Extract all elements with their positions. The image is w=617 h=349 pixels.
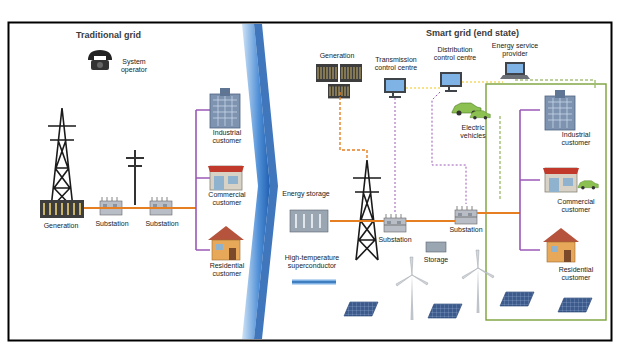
component-label: Commercial customer	[553, 198, 599, 214]
grid-panel: Smart grid (end state)	[280, 24, 610, 340]
transmission-tower	[48, 108, 76, 208]
component-label: Substation	[144, 220, 180, 228]
industrial-building	[210, 88, 240, 128]
commercial-building	[543, 168, 579, 192]
component-label: Generation	[312, 52, 362, 60]
component-label: Energy service provider	[490, 42, 540, 58]
electric-vehicle	[470, 111, 490, 120]
residential-house	[208, 226, 244, 260]
customer-group-box	[486, 84, 606, 320]
distribution-line	[196, 110, 210, 250]
component-label: Energy storage	[282, 190, 330, 198]
commercial-building	[208, 166, 244, 190]
distribution-line	[520, 110, 540, 250]
computer-icon	[384, 78, 406, 97]
smart-grid-art	[290, 62, 606, 320]
generation-plant	[40, 200, 84, 218]
solar-panel	[500, 292, 534, 306]
substation-symbol	[384, 214, 406, 232]
computer-icon	[440, 72, 462, 91]
electric-vehicle	[578, 181, 598, 190]
wind-turbine	[396, 257, 428, 320]
substation-symbol	[150, 197, 172, 215]
phone-icon	[88, 50, 112, 70]
component-label: Industrial customer	[207, 129, 247, 145]
transmission-tower	[353, 160, 381, 260]
component-label: Residential customer	[207, 262, 247, 278]
solar-panel	[344, 302, 378, 316]
wind-turbine	[462, 250, 494, 313]
superconductor-cable	[292, 282, 336, 283]
frame	[9, 23, 612, 341]
storage-unit	[426, 242, 446, 252]
power-line	[330, 213, 520, 221]
component-label: Generation	[36, 222, 86, 230]
component-label: Distribution control centre	[430, 46, 480, 62]
component-label: Commercial customer	[207, 191, 247, 207]
generation-plant	[316, 64, 362, 98]
power-line	[84, 207, 196, 209]
substation-symbol	[100, 197, 122, 215]
component-label: High-temperature superconductor	[282, 254, 342, 270]
industrial-building	[545, 90, 575, 130]
component-label: Residential customer	[553, 266, 599, 282]
control-line	[432, 92, 466, 204]
residential-house	[543, 228, 579, 262]
solar-panel	[428, 304, 462, 318]
panel-title: Smart grid (end state)	[426, 28, 519, 38]
substation-symbol	[455, 206, 477, 224]
energy-storage	[290, 210, 328, 232]
component-label: Electric vehicles	[448, 124, 498, 140]
component-label: Industrial customer	[553, 131, 599, 147]
pole	[126, 150, 144, 205]
component-label: Transmission control centre	[368, 56, 424, 72]
component-label: Substation	[448, 226, 484, 234]
solar-panel	[558, 298, 592, 312]
component-label: Substation	[94, 220, 130, 228]
panel-title: Traditional grid	[76, 30, 141, 40]
transition-arrow	[242, 24, 278, 339]
component-label: Substation	[377, 236, 413, 244]
data-line	[406, 82, 503, 88]
component-label: System operator	[114, 58, 154, 74]
component-label: Storage	[418, 256, 454, 264]
power-line	[340, 92, 367, 160]
laptop-icon	[500, 62, 530, 79]
control-line	[395, 98, 396, 212]
